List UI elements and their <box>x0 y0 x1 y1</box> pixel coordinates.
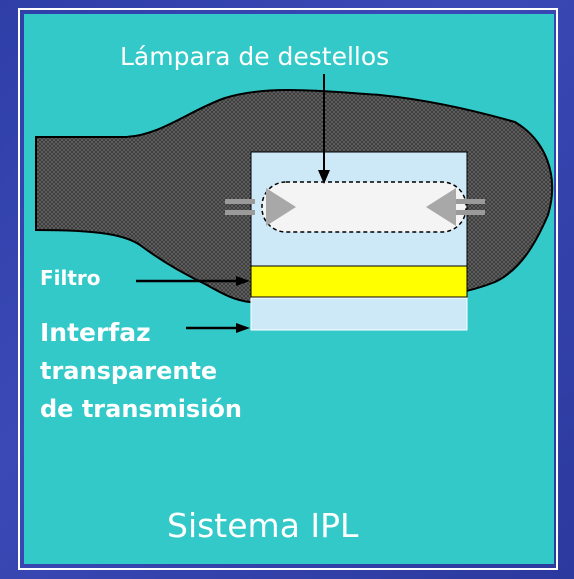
interface-label-line-3: de transmisión <box>40 395 243 423</box>
interface-arrow <box>186 323 250 333</box>
filter-arrow <box>136 276 250 286</box>
interface-label: Interfaz transparente de transmisión <box>40 314 242 428</box>
flash-lamp <box>261 181 467 233</box>
system-title: Sistema IPL <box>167 506 359 545</box>
electrode-left <box>225 188 296 226</box>
filter-label: Filtro <box>40 266 101 290</box>
electrode-right <box>426 188 485 226</box>
interface-label-line-2: transparente <box>40 357 218 385</box>
lamp-arrow <box>318 74 330 184</box>
flash-lamp-label: Lámpara de destellos <box>120 42 390 71</box>
filter-layer <box>250 265 468 298</box>
interface-label-line-1: Interfaz <box>40 318 151 347</box>
transmission-interface <box>250 297 468 331</box>
